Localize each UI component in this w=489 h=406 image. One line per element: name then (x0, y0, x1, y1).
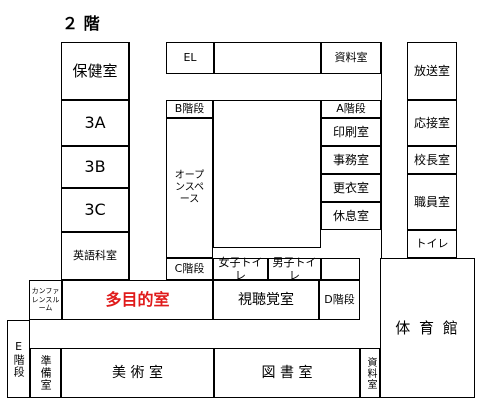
room-eigo[interactable]: 英語科室 (61, 232, 129, 280)
room-junbi[interactable]: 準備室 (30, 348, 61, 398)
room-3c[interactable]: 3C (61, 188, 129, 232)
room-insatsu[interactable]: 印刷室 (321, 118, 381, 146)
room-mokuteki[interactable]: 多目的室 (62, 280, 213, 320)
room-toshoshitsu[interactable]: 図 書 室 (214, 348, 360, 398)
room-hoken[interactable]: 保健室 (61, 42, 129, 100)
room-e-stairs[interactable]: E階段 (7, 320, 30, 398)
corridor-line-right (381, 42, 382, 258)
center-block (213, 100, 321, 248)
corridor-top (214, 42, 321, 74)
open-space[interactable]: オープンスペース (166, 118, 213, 258)
room-shiryo-top[interactable]: 資料室 (321, 42, 381, 74)
room-jimu[interactable]: 事務室 (321, 146, 381, 174)
room-kocho[interactable]: 校長室 (407, 146, 457, 174)
room-3b[interactable]: 3B (61, 146, 129, 188)
room-3a[interactable]: 3A (61, 100, 129, 146)
floor-title: ２ 階 (62, 14, 100, 33)
room-bijutsu[interactable]: 美 術 室 (61, 348, 214, 398)
room-shokuin[interactable]: 職員室 (407, 174, 457, 230)
room-conference[interactable]: カンファレンスルーム (29, 280, 62, 320)
girls-toilet[interactable]: 女子トイレ (213, 256, 268, 282)
room-shiryo-bottom[interactable]: 資料室 (360, 348, 380, 398)
room-kyusoku[interactable]: 休息室 (321, 202, 381, 230)
room-toilet-right[interactable]: トイレ (407, 230, 457, 258)
room-hoso[interactable]: 放送室 (407, 42, 457, 100)
corridor-line-far-right (407, 42, 408, 258)
elevator[interactable]: EL (166, 42, 214, 74)
boys-toilet[interactable]: 男子トイレ (268, 256, 321, 282)
room-osetsu[interactable]: 応接室 (407, 100, 457, 146)
b-stairs[interactable]: B階段 (166, 100, 213, 118)
corridor-right-stub (321, 258, 360, 280)
room-shichokaku[interactable]: 視聴覚室 (213, 280, 319, 320)
gymnasium[interactable]: 体 育 館 (380, 258, 475, 398)
a-stairs[interactable]: A階段 (321, 100, 381, 118)
corridor-line-left (129, 42, 130, 280)
room-koui[interactable]: 更衣室 (321, 174, 381, 202)
room-d-stairs[interactable]: D階段 (319, 280, 360, 320)
c-stairs[interactable]: C階段 (166, 258, 213, 280)
